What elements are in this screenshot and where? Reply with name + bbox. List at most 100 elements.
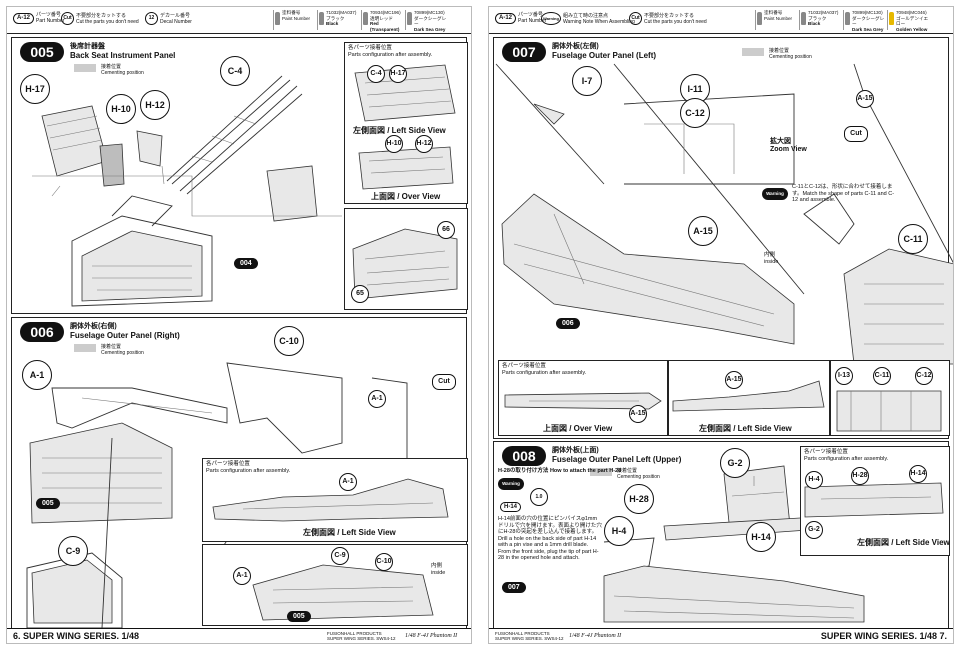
section-title-en: Fuselage Outer Panel (Right) — [70, 331, 180, 340]
part-callout: C-11 — [873, 367, 891, 385]
footer-series-right: SUPER WING SERIES. 1/48 7. — [820, 631, 947, 641]
section-title-en: Back Seat Instrument Panel — [70, 51, 176, 60]
part-callout: C-9 — [58, 536, 88, 566]
detail-inset: I-13 C-11 C-12 — [830, 360, 950, 436]
cut-badge: Cut — [61, 12, 74, 25]
part-callout: H-10 — [385, 135, 403, 153]
left-side-view-label: 左側面図 / Left Side View — [857, 538, 950, 547]
part-callout: I-13 — [835, 367, 853, 385]
part-callout: H-28 — [851, 467, 869, 485]
section-005-drawing — [32, 75, 342, 307]
part-number-en: Part Number — [36, 18, 65, 24]
part-callout: H-14 — [746, 522, 776, 552]
part-callout: C-11 — [898, 224, 928, 254]
part-callout: C-10 — [375, 553, 393, 571]
section-title-jp: 後席計器盤 — [70, 43, 105, 50]
section-number: 007 — [502, 42, 546, 62]
left-side-view-label: 左側面図 / Left Side View — [699, 424, 792, 433]
cementing-swatch — [74, 64, 96, 72]
section-number: 005 — [20, 42, 64, 62]
section-title-jp: 胴体外板(左側) — [552, 43, 599, 50]
decal-badge: 12 — [145, 12, 158, 25]
section-007: 007 胴体外板(左側) Fuselage Outer Panel (Left)… — [493, 37, 953, 439]
section-005: 005 後席計器盤 Back Seat Instrument Panel 接着位… — [11, 37, 468, 314]
part-callout: C-12 — [915, 367, 933, 385]
part-number-badge: A-12 — [13, 12, 35, 24]
part-callout: C-4 — [220, 56, 250, 86]
decal-jp: デカール番号 — [160, 12, 191, 19]
cut-mark: Cut — [432, 374, 456, 390]
footer-series-left: 6. SUPER WING SERIES. 1/48 — [13, 631, 140, 641]
part-badge: H-14 — [500, 502, 522, 512]
section-008: 008 胴体外板(上面) Fuselage Outer Panel Left (… — [493, 441, 950, 629]
section-006: 006 胴体外板(右側) Fuselage Outer Panel (Right… — [11, 317, 468, 629]
over-view-label: 上面図 / Over View — [371, 192, 441, 201]
part-callout: G-2 — [720, 448, 750, 478]
paint-can-icon — [801, 12, 806, 25]
assembly-ref: 004 — [234, 258, 258, 269]
part-callout: I-7 — [572, 66, 602, 96]
part-callout: G-2 — [805, 521, 823, 539]
left-side-inset: A-15 左側面図 / Left Side View — [668, 360, 830, 436]
part-callout: C-10 — [274, 326, 304, 356]
left-side-view-label: 左側面図 / Left Side View — [353, 126, 446, 135]
h28-instructions: H-14前面の穴の位置にピンバイスφ1mmドリルで穴を開けます。表面より開けた穴… — [498, 516, 602, 561]
assembly-ref: 005 — [287, 611, 311, 622]
section-007-drawing — [495, 63, 953, 365]
part-callout: C-9 — [331, 547, 349, 565]
paint-can-icon — [757, 12, 762, 25]
paint-can-icon — [319, 12, 324, 25]
section-number: 008 — [502, 446, 546, 466]
section-title-jp: 胴体外板(上面) — [552, 447, 599, 454]
decal-inset: 66 65 — [344, 208, 468, 310]
part-callout: A-15 — [688, 216, 718, 246]
part-number-jp: パーツ番号 — [36, 12, 61, 18]
cementing-swatch — [74, 344, 96, 352]
part-callout: H-17 — [20, 74, 50, 104]
decal-en: Decal Number — [160, 18, 192, 25]
part-callout: A-1 — [368, 390, 386, 408]
part-callout: C-12 — [680, 98, 710, 128]
h28-title: H-28の取り付け方法 How to attach the part H-28 — [498, 468, 622, 474]
section-title-en: Fuselage Outer Panel Left (Upper) — [552, 455, 682, 464]
cementing-swatch — [590, 468, 612, 476]
warning-badge: Warning — [498, 478, 524, 490]
part-callout: A-1 — [233, 567, 251, 585]
part-callout: H-17 — [389, 65, 407, 83]
drill-size: 1.0 — [530, 488, 548, 506]
part-callout: H-12 — [140, 90, 170, 120]
part-callout: A-15 — [629, 405, 647, 423]
cementing-swatch — [742, 48, 764, 56]
section-006-drawing — [26, 362, 408, 629]
decal-callout: 66 — [437, 221, 455, 239]
assembly-ref: 006 — [556, 318, 580, 329]
assembly-ref: 005 — [36, 498, 60, 509]
section-title-jp: 胴体外板(右側) — [70, 323, 117, 330]
part-callout: H-28 — [624, 484, 654, 514]
part-callout: A-15 — [856, 90, 874, 108]
